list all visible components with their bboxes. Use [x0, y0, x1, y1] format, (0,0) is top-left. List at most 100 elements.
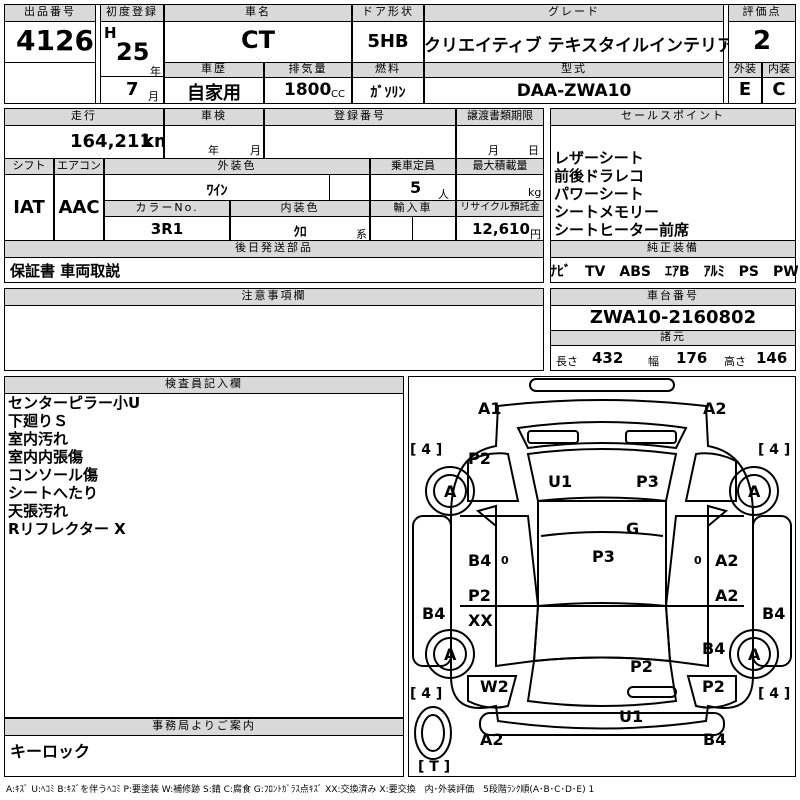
genuine-header: 純正装備	[550, 240, 796, 258]
mark-p3-roof: P3	[636, 472, 659, 491]
mark-p2-rr: P2	[702, 677, 725, 696]
fender-front-right	[684, 452, 737, 502]
first-reg-month: 7	[126, 79, 139, 100]
tire-fr-grade: A	[748, 482, 761, 501]
mark-g: G	[626, 519, 639, 538]
inspection-header: 車検	[164, 108, 264, 126]
fuel-cell	[352, 77, 424, 104]
exterior-cell	[728, 77, 762, 104]
first-reg-month-unit: 月	[148, 90, 159, 103]
mileage-header: 走行	[4, 108, 164, 126]
sales-point-cell	[550, 125, 796, 241]
office-note: キーロック	[10, 742, 91, 761]
series-unit: 系	[356, 228, 367, 241]
wheel-front-right	[729, 466, 779, 516]
transfer-cell	[456, 125, 544, 159]
transfer-month-unit: 月	[488, 144, 499, 157]
wheel-front-left	[425, 466, 475, 516]
roof-line	[540, 531, 664, 537]
mark-p2-left: P2	[468, 586, 491, 605]
tire-rl-grade: A	[444, 645, 457, 664]
displacement-cell	[264, 77, 352, 104]
first-reg-year-unit: 年	[150, 65, 161, 78]
sales-point-item: シートヒーター前席	[554, 221, 690, 239]
tire-rl-depth: [ 4 ]	[410, 686, 442, 702]
history: 自家用	[187, 83, 241, 104]
inspector-note-item: コンソール傷	[8, 466, 99, 484]
capacity-unit: 人	[438, 188, 449, 201]
lot-no-cell	[4, 21, 96, 63]
zero-right: 0	[694, 554, 702, 567]
model-header: 型式	[424, 62, 724, 78]
mark-b4-rr: B4	[702, 639, 725, 658]
shift-header: シフト	[4, 158, 54, 175]
wheel-rear-left	[425, 629, 475, 679]
interior-cell	[762, 77, 796, 104]
int-color-header: 内装色	[230, 200, 370, 217]
sales-point-item: パワーシート	[554, 185, 644, 203]
color-no-header: カラーNo.	[104, 200, 230, 217]
history-cell	[164, 77, 264, 104]
inspector-cell	[4, 393, 404, 718]
side-lines	[460, 515, 744, 607]
mark-u1: U1	[548, 472, 572, 491]
office-cell	[4, 735, 404, 777]
score: 2	[752, 26, 772, 56]
inspector-note-item: センターピラー小U	[8, 394, 141, 412]
max-load-header: 最大積載量	[456, 158, 544, 175]
specs-cell	[550, 345, 796, 371]
sales-point-item: レザーシート	[554, 149, 644, 167]
spare-tire	[414, 706, 452, 760]
color-no: 3R1	[150, 220, 184, 238]
chassis-no: ZWA10-2160802	[589, 307, 757, 328]
inspection-year-unit: 年	[208, 144, 219, 157]
door-left-rear	[495, 605, 540, 668]
model: DAA-ZWA10	[516, 81, 632, 101]
side-panel-right	[752, 515, 792, 667]
mark-p2-fl: P2	[468, 449, 491, 468]
import-header: 輸入車	[370, 200, 456, 217]
ext-color-extra	[329, 174, 370, 201]
later-parts: 保証書 車両取説	[10, 262, 121, 280]
rear-glass	[532, 602, 672, 663]
body-outline	[450, 399, 754, 730]
side-panel-left	[412, 515, 452, 667]
height: 146	[756, 349, 788, 367]
ext-color-header: 外装色	[104, 158, 370, 175]
length: 432	[592, 349, 624, 367]
inspector-note-item: Rリフレクター X	[8, 520, 126, 538]
genuine-equipment: ﾅﾋﾞ TV ABS ｴｱB ｱﾙﾐ PS PW	[550, 264, 799, 280]
inspector-note-item: 天張汚れ	[8, 502, 69, 520]
reg-no-cell	[264, 125, 456, 159]
import-cell-left	[370, 216, 413, 241]
notes-header: 注意事項欄	[4, 288, 544, 306]
sales-point-header: セールスポイント	[550, 108, 796, 126]
mark-b4-bottom: B4	[703, 730, 726, 749]
spare-mark: [ T ]	[418, 759, 450, 775]
recycle-unit: 円	[530, 228, 541, 241]
max-load-unit: kg	[528, 186, 542, 199]
genuine-cell	[550, 257, 796, 283]
office-header: 事務局よりご案内	[4, 718, 404, 736]
lot-no-header: 出品番号	[4, 4, 96, 22]
displacement: 1800	[284, 80, 332, 100]
width-label: 幅	[648, 355, 659, 368]
recycle: 12,610	[472, 220, 530, 238]
car-diagram: A1 A2 P2 U1 P3 G B4 A2 P3 P2 A2 XX B4 B4…	[410, 378, 792, 775]
fender-rear-left	[467, 675, 518, 709]
mark-p2-rear: P2	[630, 657, 653, 676]
capacity-header: 乗車定員	[370, 158, 456, 175]
wheel-front-left-inner	[433, 474, 467, 508]
tire-rr-depth: [ 4 ]	[758, 686, 790, 702]
interior-header: 内装	[762, 62, 796, 78]
capacity-cell	[370, 174, 456, 201]
inspector-note-item: 下廻りＳ	[8, 412, 69, 430]
wheel-rear-right-inner	[737, 637, 771, 671]
inspection-cell	[164, 125, 264, 159]
mark-a2-bottom: A2	[480, 730, 504, 749]
mark-p3-center: P3	[592, 547, 615, 566]
mark-u1-rear: U1	[619, 707, 643, 726]
front-grille-left	[527, 430, 579, 444]
int-color-cell	[230, 216, 370, 241]
